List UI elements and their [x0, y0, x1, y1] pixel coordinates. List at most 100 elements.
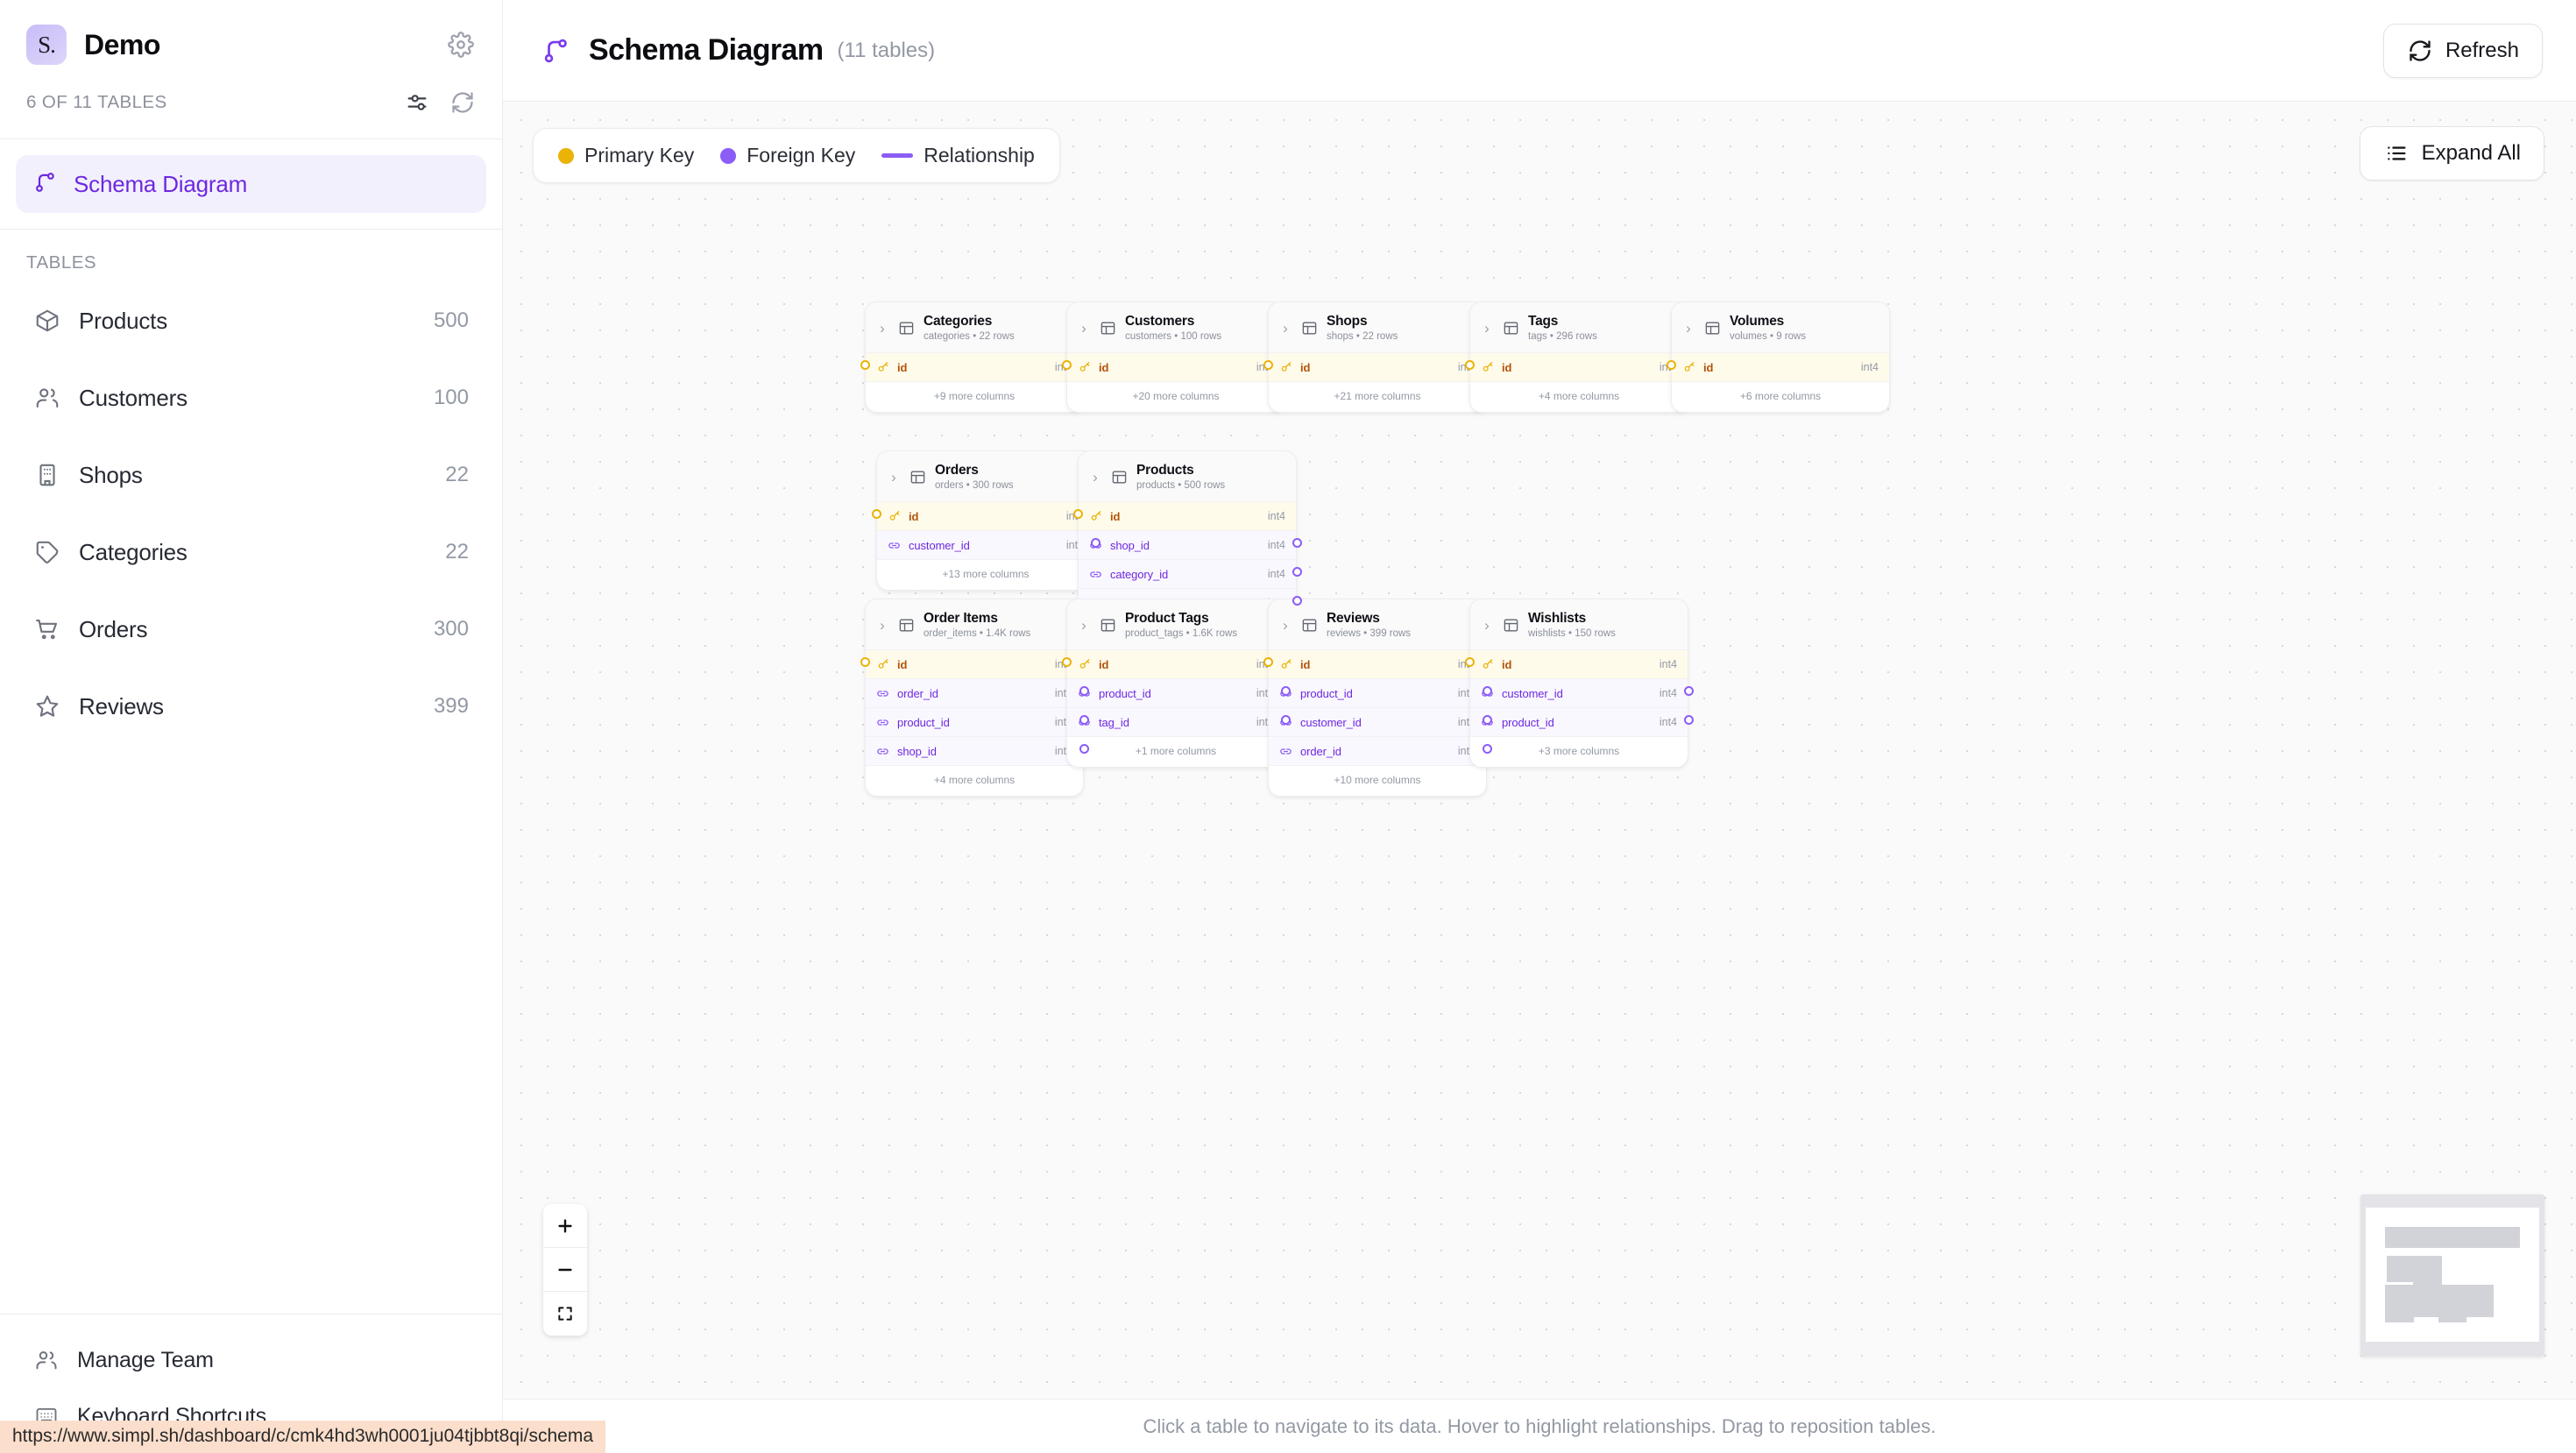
more-columns-label[interactable]: +4 more columns: [1470, 381, 1688, 412]
sidebar-item-shops[interactable]: Shops 22: [16, 436, 486, 514]
chevron-right-icon[interactable]: ›: [880, 319, 885, 337]
minimap-viewport[interactable]: [2366, 1208, 2539, 1342]
zoom-in-button[interactable]: [543, 1204, 587, 1248]
table-meta: order_items • 1.4K rows: [924, 628, 1031, 639]
minimap-node-wishlists: [2464, 1284, 2494, 1317]
sidebar-item-orders[interactable]: Orders 300: [16, 591, 486, 668]
chevron-right-icon[interactable]: ›: [1093, 468, 1098, 486]
main-panel: Schema Diagram (11 tables) Refresh Prima…: [503, 0, 2576, 1453]
port-orders-customer_id: [1090, 538, 1100, 548]
chevron-right-icon[interactable]: ›: [1484, 319, 1490, 337]
more-columns-label[interactable]: +9 more columns: [866, 381, 1083, 412]
more-columns-label[interactable]: +20 more columns: [1067, 381, 1284, 412]
more-columns-label[interactable]: +10 more columns: [1269, 765, 1486, 796]
more-columns-label[interactable]: +1 more columns: [1067, 736, 1284, 767]
refresh-button[interactable]: Refresh: [2382, 23, 2543, 78]
sidebar-item-products[interactable]: Products 500: [16, 282, 486, 359]
sidebar-item-schema-diagram[interactable]: Schema Diagram: [16, 155, 486, 213]
top-bar: Schema Diagram (11 tables) Refresh: [503, 0, 2576, 102]
column-type: int4: [1659, 658, 1677, 670]
sidebar-table-count: 500: [433, 308, 469, 332]
more-columns-label[interactable]: +3 more columns: [1470, 736, 1688, 767]
sidebar-item-categories[interactable]: Categories 22: [16, 514, 486, 591]
chevron-right-icon[interactable]: ›: [1686, 319, 1691, 337]
chevron-right-icon[interactable]: ›: [1283, 319, 1288, 337]
sidebar-item-reviews[interactable]: Reviews 399: [16, 668, 486, 745]
primary-key-icon: [876, 658, 889, 670]
gear-icon[interactable]: [446, 30, 476, 60]
column-name: id: [1099, 360, 1109, 374]
chevron-right-icon[interactable]: ›: [1484, 616, 1490, 634]
port-reviews-id: [1263, 657, 1273, 667]
more-columns-label[interactable]: +6 more columns: [1672, 381, 1889, 412]
refresh-icon[interactable]: [449, 89, 476, 116]
minimap[interactable]: [2360, 1194, 2544, 1357]
chevron-right-icon[interactable]: ›: [1081, 616, 1086, 634]
chevron-right-icon[interactable]: ›: [1283, 616, 1288, 634]
sidebar-item-customers[interactable]: Customers 100: [16, 359, 486, 436]
legend-item-primary-key: Primary Key: [558, 144, 694, 167]
sliders-icon[interactable]: [404, 89, 430, 116]
more-columns-label[interactable]: +4 more columns: [866, 765, 1083, 796]
chevron-right-icon[interactable]: ›: [880, 616, 885, 634]
chevron-right-icon[interactable]: ›: [1081, 319, 1086, 337]
sidebar-section-title: TABLES: [26, 252, 97, 273]
more-columns-label[interactable]: +13 more columns: [877, 559, 1094, 590]
expand-all-button[interactable]: Expand All: [2359, 126, 2544, 181]
chevron-right-icon[interactable]: ›: [891, 468, 896, 486]
manage-team-button[interactable]: Manage Team: [16, 1332, 486, 1388]
port-volumes-id: [1666, 360, 1676, 370]
refresh-label: Refresh: [2445, 38, 2519, 62]
port-order_items-product_id: [1079, 715, 1089, 725]
fit-view-button[interactable]: [543, 1292, 587, 1336]
zoom-out-button[interactable]: [543, 1248, 587, 1292]
schema-canvas[interactable]: Primary Key Foreign Key Relationship: [503, 102, 2576, 1399]
more-columns-label[interactable]: +21 more columns: [1269, 381, 1486, 412]
